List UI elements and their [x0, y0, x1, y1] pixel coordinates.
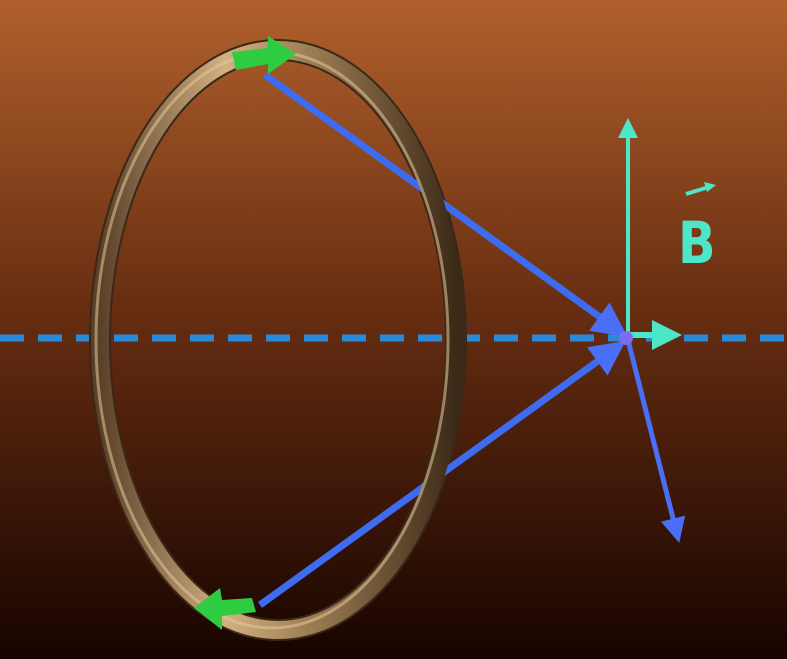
- vector-arrow-icon: [685, 182, 716, 196]
- field-point: [619, 331, 633, 345]
- current-direction-arrow-icon: [194, 588, 256, 630]
- current-direction-arrow-icon: [232, 36, 296, 74]
- field-label: B: [678, 209, 716, 277]
- dB-vector: [625, 339, 686, 543]
